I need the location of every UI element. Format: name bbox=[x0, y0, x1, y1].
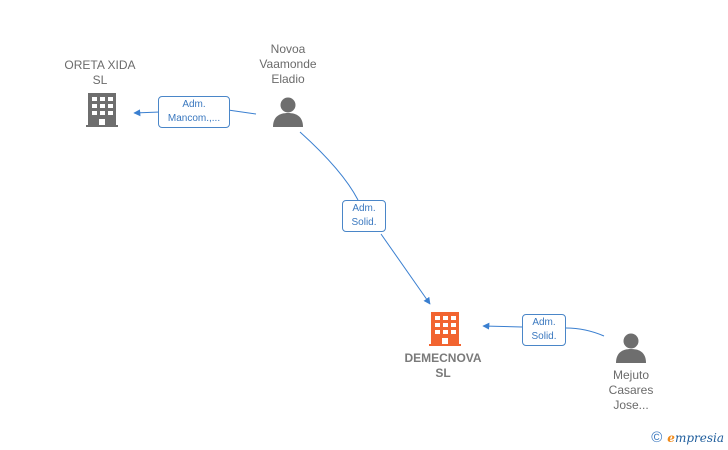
person-icon[interactable] bbox=[615, 333, 647, 363]
copyright-icon: © bbox=[651, 429, 663, 446]
brand-logo: empresia bbox=[667, 430, 724, 445]
node-label-demecnova: DEMECNOVA SL bbox=[404, 351, 482, 380]
building-icon[interactable] bbox=[86, 93, 118, 127]
empresia-watermark[interactable]: © empresia bbox=[651, 429, 724, 446]
node-label-mejuto: Mejuto Casares Jose... bbox=[608, 368, 654, 412]
person-icon[interactable] bbox=[272, 97, 304, 127]
edge-novoa-oreta[interactable] bbox=[227, 109, 257, 115]
node-label-oreta: ORETA XIDA SL bbox=[64, 58, 136, 87]
edge-mejuto-demecnova-arrow-seg bbox=[482, 322, 523, 330]
edge-novoa-demecnova-arrow-seg bbox=[380, 233, 431, 305]
edge-mejuto-demecnova[interactable] bbox=[565, 327, 605, 337]
edge-label-mejuto-demecnova[interactable]: Adm. Solid. bbox=[522, 314, 566, 346]
edge-novoa-oreta-arrow-seg bbox=[133, 109, 161, 117]
edge-label-novoa-demecnova[interactable]: Adm. Solid. bbox=[342, 200, 386, 232]
edge-novoa-demecnova[interactable] bbox=[299, 131, 359, 201]
node-label-novoa: Novoa Vaamonde Eladio bbox=[259, 42, 317, 86]
building-icon[interactable] bbox=[429, 312, 461, 346]
edge-label-novoa-oreta[interactable]: Adm. Mancom.,... bbox=[158, 96, 230, 128]
